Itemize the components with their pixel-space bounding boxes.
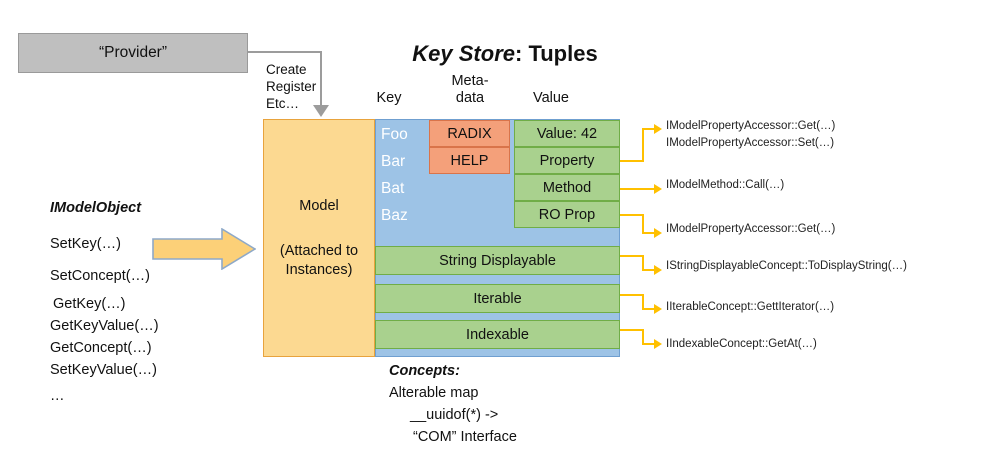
column-header-key: Key: [376, 90, 402, 106]
key-label-bat: Bat: [381, 180, 405, 197]
callout-text-3: IModelPropertyAccessor::Get(…): [666, 223, 836, 235]
page-title-rest: : Tuples: [515, 41, 598, 66]
provider-connector-horizontal: [248, 51, 322, 53]
value-cell-iterable: Iterable: [375, 284, 620, 313]
imodelobject-to-model-arrow-icon: [152, 228, 256, 270]
callout-arrow-1-segment-h2: [642, 128, 656, 130]
callout-arrow-5-head-icon: [654, 304, 662, 314]
provider-box: “Provider”: [18, 33, 248, 73]
metadata-cell-help: HELP: [429, 147, 510, 174]
model-panel: Model (Attached to Instances): [263, 119, 375, 357]
column-header-value: Value: [532, 90, 569, 106]
callout-arrow-3-segment-v: [642, 214, 644, 234]
value-cell-indexable: Indexable: [375, 320, 620, 349]
callout-text-1-line1: IModelPropertyAccessor::Get(…): [666, 120, 836, 132]
callout-text-4: IStringDisplayableConcept::ToDisplayStri…: [666, 260, 907, 272]
imodelobject-method-getkey: GetKey(…): [53, 296, 126, 312]
column-header-metadata-line1: Meta-: [451, 73, 489, 89]
connector-label-register: Register: [266, 79, 317, 94]
provider-label: “Provider”: [98, 44, 168, 61]
callout-text-6: IIndexableConcept::GetAt(…): [666, 338, 817, 350]
callout-arrow-2-segment-h: [620, 188, 656, 190]
callout-arrow-4-segment-h2: [642, 269, 656, 271]
callout-arrow-6-segment-h1: [620, 329, 644, 331]
callout-text-2: IModelMethod::Call(…): [666, 179, 785, 191]
model-panel-line1: Model: [299, 197, 339, 214]
provider-connector-arrowhead-icon: [313, 105, 329, 117]
value-cell-string-displayable: String Displayable: [375, 246, 620, 275]
key-label-baz: Baz: [381, 207, 408, 224]
model-panel-line2: (Attached to: [279, 242, 359, 259]
imodelobject-method-ellipsis: …: [50, 388, 65, 404]
callout-arrow-6-segment-h2: [642, 343, 656, 345]
concepts-title: Concepts:: [389, 363, 460, 379]
value-cell-property: Property: [514, 147, 620, 174]
key-label-foo: Foo: [381, 126, 408, 143]
column-header-metadata-line2: data: [455, 90, 485, 106]
connector-label-etc: Etc…: [266, 96, 300, 111]
callout-arrow-4-segment-h1: [620, 255, 644, 257]
imodelobject-method-setkeyvalue: SetKeyValue(…): [50, 362, 157, 378]
callout-arrow-1-segment-v: [642, 128, 644, 162]
value-cell-value-42: Value: 42: [514, 120, 620, 147]
callout-arrow-3-segment-h1: [620, 214, 644, 216]
callout-arrow-3-head-icon: [654, 228, 662, 238]
imodelobject-title: IModelObject: [50, 200, 142, 216]
callout-arrow-6-head-icon: [654, 339, 662, 349]
key-label-bar: Bar: [381, 153, 406, 170]
callout-text-5: IIterableConcept::GettIterator(…): [666, 301, 835, 313]
metadata-cell-radix: RADIX: [429, 120, 510, 147]
callout-arrow-1-head-icon: [654, 124, 662, 134]
connector-label-create: Create: [266, 62, 307, 77]
callout-arrow-1-segment-h1: [620, 160, 644, 162]
value-cell-ro-prop: RO Prop: [514, 201, 620, 228]
page-title-emphasis: Key Store: [412, 41, 515, 66]
imodelobject-method-getkeyvalue: GetKeyValue(…): [50, 318, 159, 334]
concepts-line-3: “COM” Interface: [413, 429, 517, 445]
callout-arrow-4-head-icon: [654, 265, 662, 275]
page-title: Key Store: Tuples: [380, 41, 630, 67]
callout-arrow-4-segment-v: [642, 255, 644, 271]
imodelobject-method-setconcept: SetConcept(…): [50, 268, 150, 284]
callout-arrow-6-segment-v: [642, 329, 644, 345]
callout-arrow-5-segment-h2: [642, 308, 656, 310]
concepts-line-1: Alterable map: [389, 385, 479, 401]
callout-arrow-3-segment-h2: [642, 232, 656, 234]
imodelobject-method-setkey: SetKey(…): [50, 236, 121, 252]
callout-text-1-line2: IModelPropertyAccessor::Set(…): [666, 137, 835, 149]
concepts-line-2: __uuidof(*) ->: [410, 407, 499, 423]
callout-arrow-5-segment-h1: [620, 294, 644, 296]
model-panel-line3: Instances): [285, 261, 353, 278]
imodelobject-method-getconcept: GetConcept(…): [50, 340, 152, 356]
callout-arrow-2-head-icon: [654, 184, 662, 194]
provider-connector-vertical: [320, 51, 322, 107]
callout-arrow-5-segment-v: [642, 294, 644, 310]
value-cell-method: Method: [514, 174, 620, 201]
